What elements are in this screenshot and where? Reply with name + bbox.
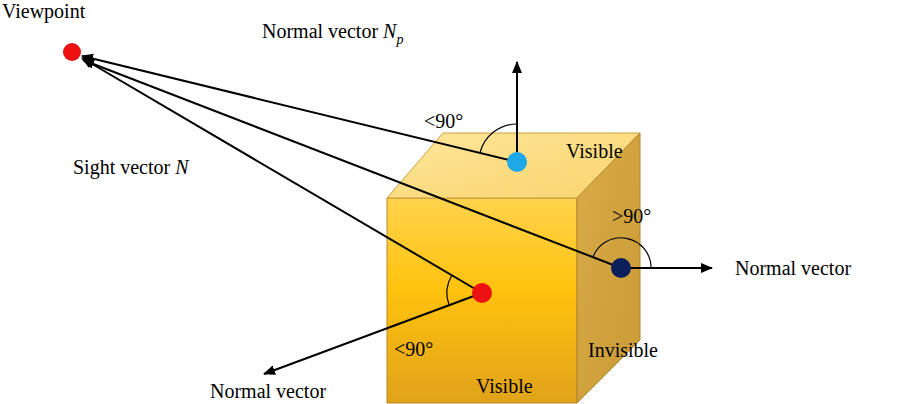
right-face [577, 133, 640, 403]
normal-label: Normal vector [262, 20, 378, 42]
point-dot [611, 258, 631, 278]
angle-arc [447, 275, 452, 305]
visible-label: Visible [476, 375, 533, 397]
angle-label: >90° [612, 205, 651, 227]
point-dot [507, 152, 527, 172]
normal-arrow [516, 62, 518, 162]
angle-label: <90° [394, 338, 433, 360]
point-dot [472, 283, 492, 303]
angle-arc [480, 124, 517, 153]
normal-label: Normal vector [735, 257, 851, 279]
visible-label: Visible [566, 140, 623, 162]
front-face [387, 198, 577, 403]
sight-line [82, 56, 517, 162]
normal-label: Normal vector [210, 380, 326, 402]
sight-label: Sight vector [73, 156, 170, 178]
viewpoint-dot [63, 43, 81, 61]
subscript: p [396, 29, 403, 51]
angle-label: <90° [424, 110, 463, 132]
vector-symbol: N [175, 156, 188, 178]
normal-arrow [621, 267, 712, 269]
normal-arrow [264, 293, 482, 374]
vector-symbol: N [383, 20, 396, 42]
viewpoint-label: Viewpoint [2, 0, 85, 22]
invisible-label: Invisible [588, 339, 658, 361]
